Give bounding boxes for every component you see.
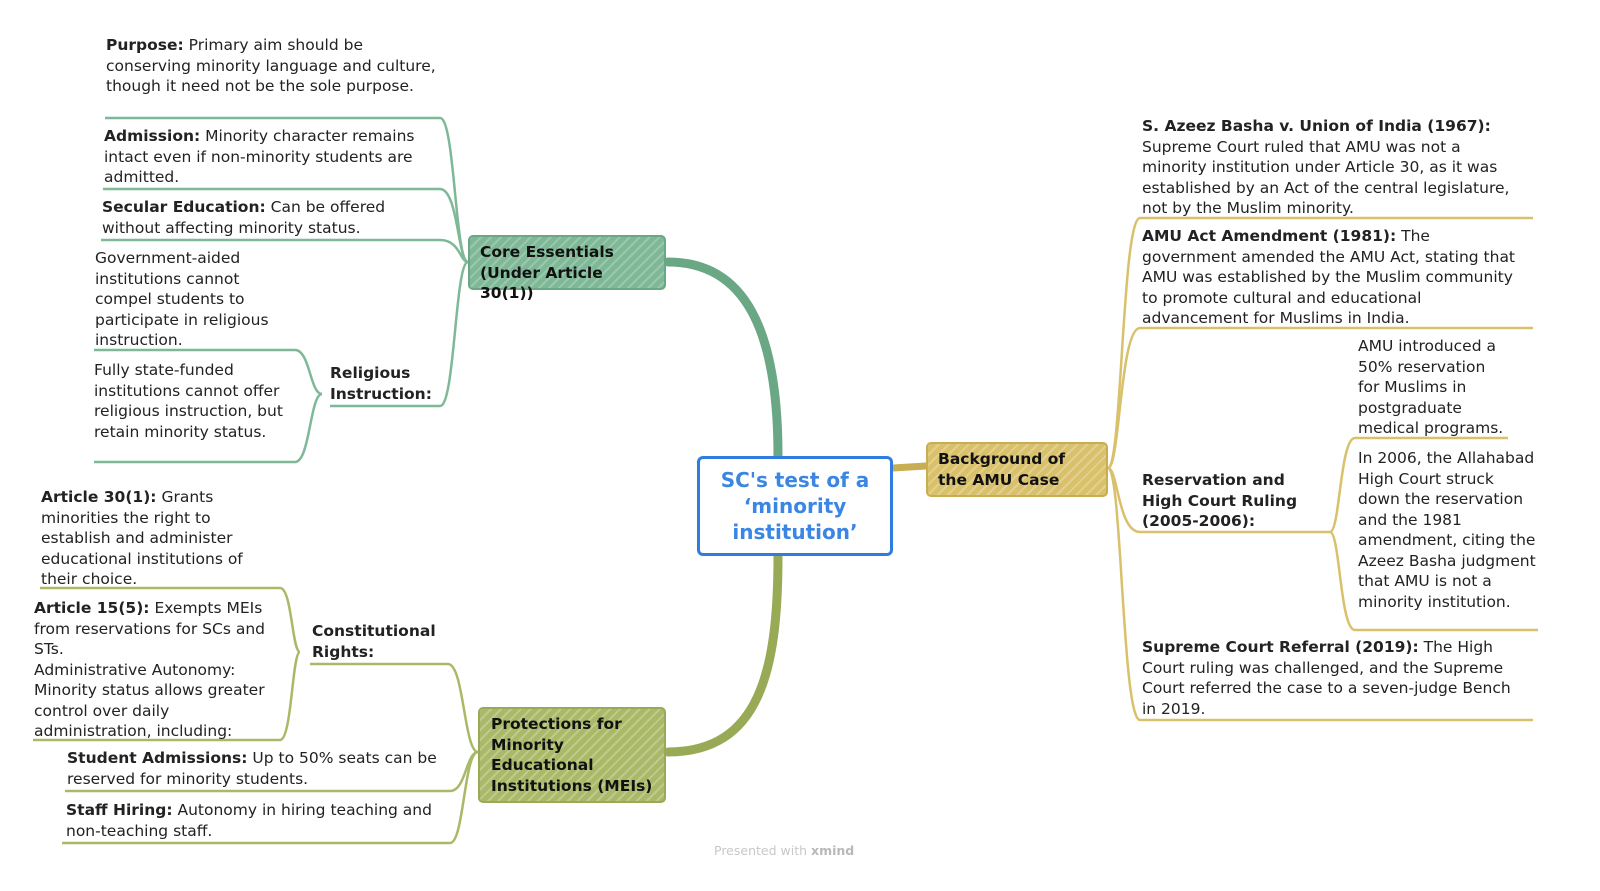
subtopic-secular-education[interactable]: Secular Education: Can be offered withou… [102, 197, 432, 238]
referral-text: The High Court ruling was challenged, an… [1142, 638, 1511, 718]
central-topic-label: SC's test of a ‘minority institution’ [720, 468, 870, 544]
constitutional-article-15[interactable]: Article 15(5): Exempts MEIs from reserva… [34, 598, 269, 742]
topic-core-essentials-label: Core Essentials (Under Article 30(1)) [480, 243, 614, 302]
xmind-logo: xmind [811, 843, 855, 858]
article-30-label: Article 30(1): [41, 488, 157, 506]
referral-label: Supreme Court Referral (2019): [1142, 638, 1419, 656]
admission-text: Minority character remains intact even i… [104, 127, 415, 186]
connector-core-secular [101, 238, 469, 264]
central-topic[interactable]: SC's test of a ‘minority institution’ [697, 456, 893, 556]
subtopic-admission[interactable]: Admission: Minority character remains in… [104, 126, 434, 188]
connector-core-religious [330, 260, 470, 408]
connector-central-core [663, 257, 783, 461]
secular-text: Can be offered without affecting minorit… [102, 198, 386, 237]
admission-label: Admission: [104, 127, 201, 145]
topic-amu-background-label: Background of the AMU Case [938, 450, 1066, 489]
staff-hiring-text: Autonomy in hiring teaching and non-teac… [66, 801, 432, 840]
topic-amu-background[interactable]: Background of the AMU Case [926, 442, 1108, 497]
connector-religious-funded [94, 392, 323, 464]
reservation-intro[interactable]: AMU introduced a 50% reservation for Mus… [1358, 336, 1508, 439]
religious-aided[interactable]: Government-aided institutions cannot com… [95, 248, 295, 351]
subtopic-student-admissions[interactable]: Student Admissions: Up to 50% seats can … [67, 748, 447, 789]
azeez-text: Supreme Court ruled that AMU was not a m… [1142, 137, 1510, 218]
purpose-text: Primary aim should be conserving minorit… [106, 36, 436, 95]
religious-aided-text: Government-aided institutions cannot com… [95, 249, 269, 349]
subtopic-supreme-court-referral[interactable]: Supreme Court Referral (2019): The High … [1142, 637, 1527, 719]
article-30-text: Grants minorities the right to establish… [41, 488, 243, 588]
religious-instruction-label: Religious Instruction: [330, 364, 432, 403]
reservation-intro-text: AMU introduced a 50% reservation for Mus… [1358, 337, 1504, 437]
subtopic-religious-instruction[interactable]: Religious Instruction: [330, 363, 445, 404]
connector-res-ruling [1328, 530, 1538, 632]
subtopic-purpose[interactable]: Purpose: Primary aim should be conservin… [106, 35, 436, 97]
watermark-prefix: Presented with [714, 843, 808, 858]
connector-const-art30 [40, 586, 302, 654]
religious-funded-text: Fully state-funded institutions cannot o… [94, 361, 283, 441]
subtopic-reservation-ruling[interactable]: Reservation and High Court Ruling (2005-… [1142, 470, 1317, 532]
reservation-ruling-label: Reservation and High Court Ruling (2005-… [1142, 471, 1298, 530]
subtopic-amu-act-amendment[interactable]: AMU Act Amendment (1981): The government… [1142, 226, 1527, 329]
connector-central-protections [663, 551, 783, 757]
reservation-court-ruling-text: In 2006, the Allahabad High Court struck… [1358, 449, 1536, 611]
subtopic-azeez-basha[interactable]: S. Azeez Basha v. Union of India (1967):… [1142, 116, 1527, 219]
topic-protections-meis-label: Protections for Minority Educational Ins… [491, 715, 653, 795]
student-admissions-label: Student Admissions: [67, 749, 248, 767]
presented-with-watermark: Presented with xmind [714, 843, 854, 858]
amendment-text: The government amended the AMU Act, stat… [1142, 227, 1516, 327]
student-admissions-text: Up to 50% seats can be reserved for mino… [67, 749, 437, 788]
connector-central-background [889, 462, 930, 472]
subtopic-staff-hiring[interactable]: Staff Hiring: Autonomy in hiring teachin… [66, 800, 446, 841]
connector-prot-constitutional [310, 662, 479, 754]
connector-bg-amendment [1106, 326, 1533, 470]
amendment-label: AMU Act Amendment (1981): [1142, 227, 1397, 245]
topic-core-essentials[interactable]: Core Essentials (Under Article 30(1)) [468, 235, 666, 302]
topic-protections-meis[interactable]: Protections for Minority Educational Ins… [478, 707, 666, 803]
constitutional-article-30[interactable]: Article 30(1): Grants minorities the rig… [41, 487, 276, 590]
connector-prot-staff [62, 750, 479, 845]
constitutional-rights-label: Constitutional Rights: [312, 622, 436, 661]
reservation-court-ruling[interactable]: In 2006, the Allahabad High Court struck… [1358, 448, 1538, 612]
religious-funded[interactable]: Fully state-funded institutions cannot o… [94, 360, 294, 442]
administrative-autonomy-text: Administrative Autonomy: Minority status… [34, 660, 265, 741]
article-15-text: Exempts MEIs from reservations for SCs a… [34, 599, 265, 658]
article-15-label: Article 15(5): [34, 599, 150, 617]
connector-const-art15 [33, 650, 302, 742]
connector-bg-referral [1106, 466, 1533, 722]
azeez-label: S. Azeez Basha v. Union of India (1967): [1142, 117, 1491, 135]
staff-hiring-label: Staff Hiring: [66, 801, 173, 819]
connector-res-intro [1328, 436, 1508, 534]
subtopic-constitutional-rights[interactable]: Constitutional Rights: [312, 621, 452, 662]
purpose-label: Purpose: [106, 36, 184, 54]
secular-label: Secular Education: [102, 198, 266, 216]
connector-religious-aided [94, 348, 323, 396]
